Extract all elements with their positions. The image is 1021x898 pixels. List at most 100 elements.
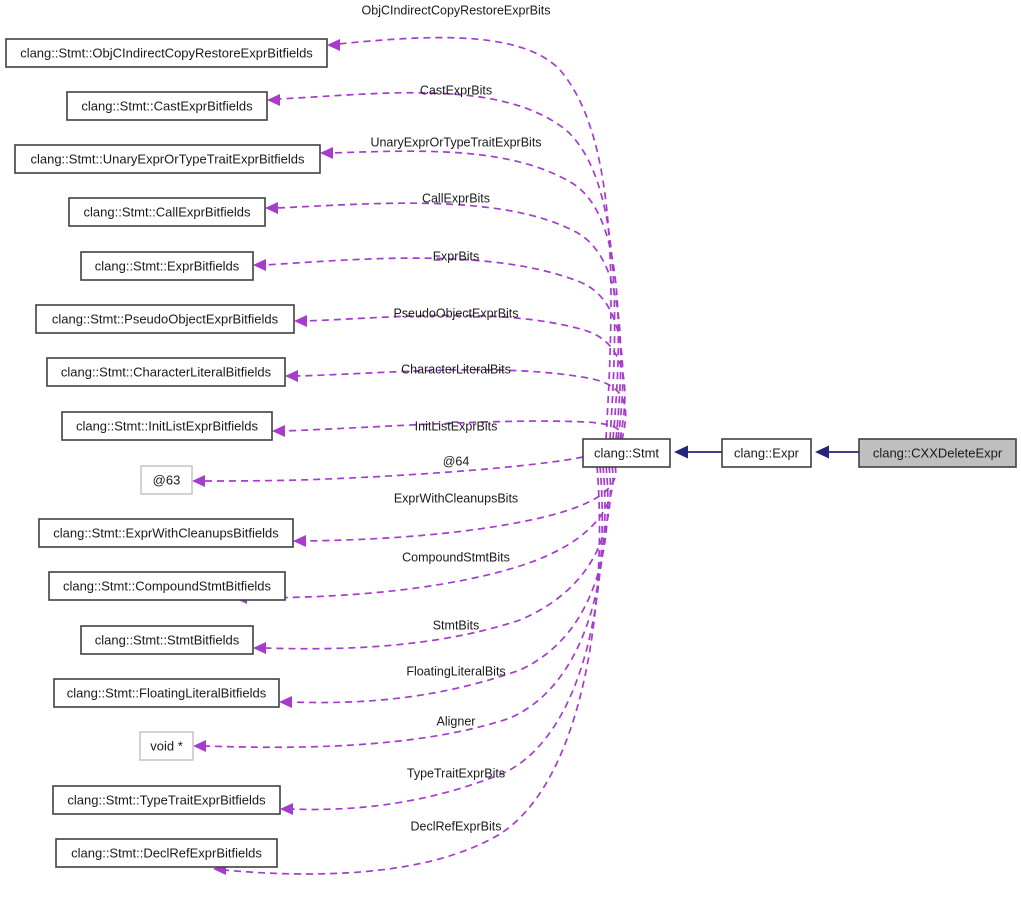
usage-edge	[327, 36, 612, 440]
class-node-box[interactable]	[66, 91, 268, 121]
usage-edge-path	[263, 465, 612, 650]
usage-edge-label: UnaryExprOrTypeTraitExprBits	[370, 135, 541, 149]
class-node-label: clang::Stmt::CharacterLiteralBitfields	[61, 364, 272, 379]
class-node-box[interactable]	[52, 785, 281, 815]
usage-arrowhead	[280, 803, 293, 815]
class-node-box[interactable]	[68, 197, 266, 227]
usage-edge-label: CastExprBits	[420, 83, 492, 97]
class-node-box[interactable]	[55, 838, 278, 868]
class-node-label: clang::CXXDeleteExpr	[873, 445, 1003, 460]
usage-edge-label: ExprWithCleanupsBits	[394, 491, 518, 505]
class-node-label: clang::Stmt::ExprBitfields	[95, 258, 240, 273]
usage-edge-label: CallExprBits	[422, 191, 490, 205]
usage-edge	[285, 368, 627, 441]
class-node-label: clang::Stmt::PseudoObjectExprBitfields	[52, 311, 279, 326]
usage-arrowhead	[320, 147, 333, 159]
class-node-cxxdelete[interactable]: clang::CXXDeleteExpr	[858, 438, 1017, 468]
class-node-box[interactable]	[5, 38, 328, 68]
class-node-box[interactable]	[35, 304, 295, 334]
class-node-box[interactable]	[582, 438, 671, 468]
class-node-box[interactable]	[48, 571, 286, 601]
usage-edge-label: InitListExprBits	[415, 419, 498, 433]
usage-arrowhead	[272, 425, 285, 437]
class-node-box[interactable]	[721, 438, 812, 468]
class-node-box[interactable]	[140, 465, 193, 495]
usage-edge-path	[202, 456, 584, 482]
usage-edge-label: ObjCIndirectCopyRestoreExprBits	[362, 3, 551, 17]
class-node-label: clang::Stmt::CallExprBitfields	[84, 204, 251, 219]
class-node-box[interactable]	[80, 251, 254, 281]
usage-edge	[320, 147, 620, 440]
class-node-initlist[interactable]: clang::Stmt::InitListExprBitfields	[61, 411, 273, 441]
class-node-box[interactable]	[53, 678, 280, 708]
usage-edge-path	[337, 36, 612, 440]
usage-edge-path	[330, 150, 620, 440]
class-node-charlit[interactable]: clang::Stmt::CharacterLiteralBitfields	[46, 357, 286, 387]
class-node-objc[interactable]: clang::Stmt::ObjCIndirectCopyRestoreExpr…	[5, 38, 328, 68]
class-node-label: clang::Stmt::ObjCIndirectCopyRestoreExpr…	[20, 45, 313, 60]
class-node-expr_cls[interactable]: clang::Expr	[721, 438, 812, 468]
usage-edge-label: CompoundStmtBits	[402, 550, 510, 564]
usage-edge-label: CharacterLiteralBits	[401, 362, 511, 376]
usage-edge-path	[244, 465, 614, 599]
usage-edge-path	[223, 465, 601, 875]
class-node-label: clang::Stmt::DeclRefExprBitfields	[71, 845, 262, 860]
class-node-label: void *	[150, 738, 183, 753]
usage-edge-path	[263, 257, 624, 440]
class-node-cleanups[interactable]: clang::Stmt::ExprWithCleanupsBitfields	[38, 518, 294, 548]
edge-label-layer: ObjCIndirectCopyRestoreExprBitsCastExprB…	[362, 3, 551, 833]
class-node-box[interactable]	[858, 438, 1017, 468]
class-node-label: clang::Expr	[734, 445, 800, 460]
usage-edge-label: Aligner	[437, 714, 476, 728]
class-node-label: clang::Stmt::StmtBitfields	[95, 632, 240, 647]
class-node-box[interactable]	[139, 731, 194, 761]
class-node-at63[interactable]: @63	[140, 465, 193, 495]
usage-edge-path	[282, 420, 622, 442]
usage-edge	[267, 91, 616, 440]
class-node-cast[interactable]: clang::Stmt::CastExprBitfields	[66, 91, 268, 121]
class-node-typetrait[interactable]: clang::Stmt::TypeTraitExprBitfields	[52, 785, 281, 815]
class-node-call[interactable]: clang::Stmt::CallExprBitfields	[68, 197, 266, 227]
usage-edge-label: DeclRefExprBits	[411, 819, 502, 833]
class-node-label: clang::Stmt::UnaryExprOrTypeTraitExprBit…	[30, 151, 305, 166]
usage-edge-path	[290, 465, 604, 811]
class-node-expr[interactable]: clang::Stmt::ExprBitfields	[80, 251, 254, 281]
class-node-label: clang::Stmt::TypeTraitExprBitfields	[67, 792, 266, 807]
inheritance-edge	[674, 445, 722, 459]
class-node-pseudo[interactable]: clang::Stmt::PseudoObjectExprBitfields	[35, 304, 295, 334]
class-node-label: clang::Stmt::InitListExprBitfields	[76, 418, 259, 433]
usage-edge-path	[277, 91, 616, 440]
class-node-compound[interactable]: clang::Stmt::CompoundStmtBitfields	[48, 571, 286, 601]
class-node-label: @63	[153, 472, 181, 487]
class-node-box[interactable]	[14, 144, 321, 174]
usage-edge-path	[289, 465, 609, 704]
usage-edge	[253, 257, 624, 440]
usage-edge-label: StmtBits	[433, 618, 480, 632]
usage-arrowhead	[193, 740, 206, 752]
class-node-stmt[interactable]: clang::Stmt	[582, 438, 671, 468]
inheritance-edge	[815, 445, 859, 459]
class-node-unary[interactable]: clang::Stmt::UnaryExprOrTypeTraitExprBit…	[14, 144, 321, 174]
class-node-box[interactable]	[61, 411, 273, 441]
node-layer: clang::Stmt::ObjCIndirectCopyRestoreExpr…	[5, 38, 1017, 868]
class-node-label: clang::Stmt::FloatingLiteralBitfields	[67, 685, 267, 700]
class-node-box[interactable]	[80, 625, 254, 655]
inheritance-edge-layer	[674, 445, 859, 459]
class-node-floatlit[interactable]: clang::Stmt::FloatingLiteralBitfields	[53, 678, 280, 708]
class-node-label: clang::Stmt::ExprWithCleanupsBitfields	[53, 525, 279, 540]
class-node-voidptr[interactable]: void *	[139, 731, 194, 761]
usage-edge-label: ExprBits	[433, 249, 480, 263]
inheritance-arrowhead	[815, 445, 829, 459]
usage-arrowhead	[279, 696, 292, 708]
class-node-label: clang::Stmt::CastExprBitfields	[81, 98, 253, 113]
usage-edge-label: PseudoObjectExprBits	[393, 306, 518, 320]
class-node-box[interactable]	[38, 518, 294, 548]
usage-edge	[192, 456, 584, 487]
usage-edge-label: @64	[443, 454, 470, 468]
usage-edge	[265, 202, 622, 440]
class-node-declref[interactable]: clang::Stmt::DeclRefExprBitfields	[55, 838, 278, 868]
class-node-box[interactable]	[46, 357, 286, 387]
class-node-stmtbits[interactable]: clang::Stmt::StmtBitfields	[80, 625, 254, 655]
usage-edge	[293, 465, 617, 547]
